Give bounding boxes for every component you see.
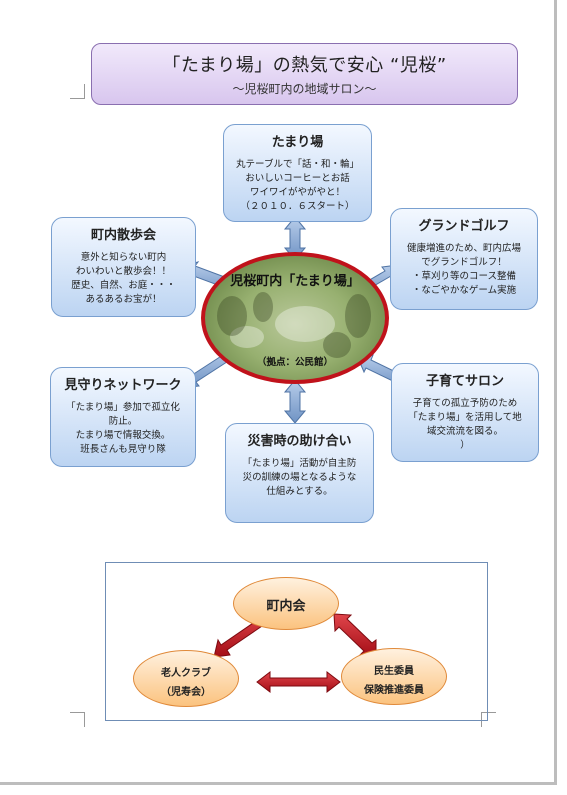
hub-base-label: （拠点：公民館） [256,357,333,368]
box-mimamori-body: 「たまり場」参加で孤立化 防止。 たまり場で情報交換。 班長さんも見守り隊 [66,402,180,455]
minsei-label-line1: 民生委員 [374,666,414,677]
organization-arrows [213,610,377,694]
hub-title: 児桜町内「たまり場」 [230,274,360,289]
box-kosodate: 子育てサロン 子育ての孤立予防のため 「たまり場」を活用して地 域交流流を図る。… [391,363,539,462]
ellipse-chonaikai: 町内会 [233,577,339,630]
title-banner: 「たまり場」の熱気で安心 “児桜” ～児桜町内の地域サロン～ [91,43,518,105]
box-kosodate-heading: 子育てサロン [425,374,504,389]
box-golf: グランドゴルフ 健康増進のため、町内広場 でグランドゴルフ！ ・草刈り等のコース… [390,208,538,310]
crop-mark-top-left [70,84,85,99]
document-page: 「たまり場」の熱気で安心 “児桜” ～児桜町内の地域サロン～ [0,0,557,785]
page-title: 「たまり場」の熱気で安心 “児桜” [162,55,447,76]
ellipse-roujin: 老人クラブ （児寿会） [133,650,239,707]
box-saigai-body: 「たまり場」活動が自主防 災の訓練の場となるような 仕組みとする。 [242,458,357,497]
box-mimamori: 見守りネットワーク 「たまり場」参加で孤立化 防止。 たまり場で情報交換。 班長… [50,367,196,467]
roujin-label-line1: 老人クラブ [161,668,211,679]
crop-mark-bottom-right [481,712,496,727]
minsei-label-line2: 保険推進委員 [364,685,424,696]
box-golf-body: 健康増進のため、町内広場 でグランドゴルフ！ ・草刈り等のコース整備 ・なごやか… [406,243,521,296]
hub-photo-circle: 児桜町内「たまり場」 （拠点：公民館） [201,252,389,384]
chonaikai-label: 町内会 [266,599,306,614]
ellipse-minsei: 民生委員 保険推進委員 [341,648,447,705]
box-sampo-heading: 町内散歩会 [90,228,156,243]
page-subtitle: ～児桜町内の地域サロン～ [232,82,377,96]
box-tamariba-body: 丸テーブルで「話・和・輪」 おいしいコーヒーとお話 ワイワイがやがやと！ （２０… [236,159,359,212]
box-mimamori-heading: 見守りネットワーク [64,378,182,393]
arrow-roujin-minsei [256,670,341,694]
crop-mark-bottom-left [70,712,85,727]
box-golf-heading: グランドゴルフ [418,219,510,234]
box-sampo: 町内散歩会 意外と知らない町内 わいわいと散歩会！！ 歴史、自然、お庭・・・ あ… [51,217,196,317]
organization-frame [105,562,488,721]
box-kosodate-body: 子育ての孤立予防のため 「たまり場」を活用して地 域交流流を図る。 ） [408,398,522,451]
box-sampo-body: 意外と知らない町内 わいわいと散歩会！！ 歴史、自然、お庭・・・ あるあるお宝が… [71,252,176,305]
box-saigai: 災害時の助け合い 「たまり場」活動が自主防 災の訓練の場となるような 仕組みとす… [225,423,374,523]
roujin-label-line2: （児寿会） [161,687,211,698]
box-tamariba: たまり場 丸テーブルで「話・和・輪」 おいしいコーヒーとお話 ワイワイがやがやと… [223,124,372,222]
box-saigai-heading: 災害時の助け合い [247,434,352,449]
box-tamariba-heading: たまり場 [271,135,324,150]
